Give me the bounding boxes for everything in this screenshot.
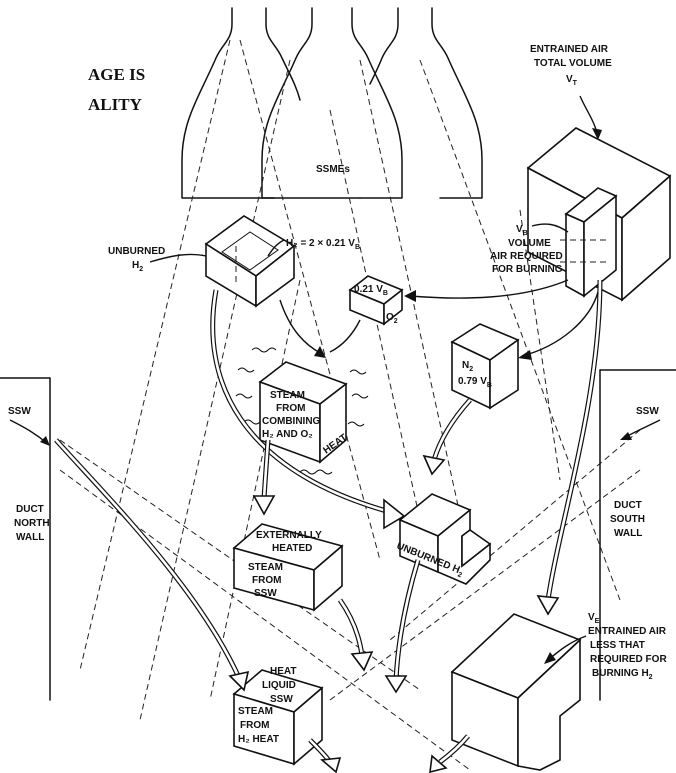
- steam-combining-cube: [258, 361, 348, 464]
- duct-north-wall: [0, 377, 51, 701]
- entrained-air-label-2: TOTAL VOLUME: [534, 58, 612, 69]
- ext-heated-label-2: HEATED: [272, 543, 312, 554]
- ext-heated-label-1: EXTERNALLY: [256, 530, 322, 541]
- corner-text-line2: ALITY: [88, 95, 142, 114]
- corner-text-line1: AGE IS: [88, 65, 145, 84]
- h2-equation-label: H₂ = 2 × 0.21 VB: [286, 238, 360, 251]
- entrained-air-cube: [526, 127, 672, 302]
- unburned-h2-cube: [204, 215, 296, 308]
- heat-liquid-label-1: HEAT: [270, 666, 296, 677]
- ssme-nozzle-left: [181, 7, 301, 199]
- flow-arrows: [54, 279, 603, 773]
- volume-label-3: FOR BURNING: [492, 264, 563, 275]
- externally-heated-cube: [232, 523, 344, 612]
- ssme-nozzle-right: [369, 7, 483, 199]
- duct-south-wall: [599, 369, 676, 701]
- ext-steam-label-3: SSW: [254, 588, 277, 599]
- unburned-label-1: UNBURNED: [108, 246, 165, 257]
- steam-heat-label-3: H₂ HEAT: [238, 734, 279, 745]
- n2-cube: [450, 323, 520, 410]
- volume-label-2: AIR REQUIRED: [490, 251, 563, 262]
- ssmes-label: SSMEs: [316, 164, 350, 175]
- heat-liquid-label-3: SSW: [270, 694, 293, 705]
- vt-label: VT: [566, 74, 578, 87]
- n2-label-2: 0.79 VB: [458, 376, 492, 389]
- n2-label-1: N2: [462, 360, 473, 373]
- steam-label-2: FROM: [276, 403, 305, 414]
- o2-box-label-1: 0.21 VB: [354, 284, 388, 297]
- steam-heat-label-2: FROM: [240, 720, 269, 731]
- ssw-left-label: SSW: [8, 406, 31, 417]
- ve-label-3: REQUIRED FOR: [590, 654, 667, 665]
- heat-squiggles: [235, 347, 369, 475]
- vb-label: VB: [516, 224, 528, 237]
- steam-label-1: STEAM: [270, 390, 305, 401]
- ve-label-4: BURNING H2: [592, 668, 653, 681]
- duct-north-label-1: DUCT: [16, 504, 44, 515]
- ssw-right-label: SSW: [636, 406, 659, 417]
- duct-south-label-2: SOUTH: [610, 514, 645, 525]
- o2-box-label-2: O2: [386, 312, 398, 325]
- unburned-h2-block: [398, 493, 492, 585]
- steam-label-4: H₂ AND O₂: [262, 429, 313, 440]
- ve-label-2: LESS THAT: [590, 640, 645, 651]
- ssme-nozzle-center: [261, 7, 403, 199]
- unburned-label-2: H2: [132, 260, 143, 273]
- o2-cube: [348, 275, 404, 326]
- ve-label: VE: [588, 612, 600, 625]
- heat-liquid-label-2: LIQUID: [262, 680, 296, 691]
- ext-steam-label-2: FROM: [252, 575, 281, 586]
- duct-north-label-2: NORTH: [14, 518, 50, 529]
- volume-label-1: VOLUME: [508, 238, 551, 249]
- ve-label-1: ENTRAINED AIR: [588, 626, 667, 637]
- steam-label-3: COMBINING: [262, 416, 321, 427]
- steam-heat-label-1: STEAM: [238, 706, 273, 717]
- ve-block: [450, 613, 582, 771]
- ext-steam-label-1: STEAM: [248, 562, 283, 573]
- duct-south-label-3: WALL: [614, 528, 642, 539]
- duct-south-label-1: DUCT: [614, 500, 642, 511]
- entrained-air-label-1: ENTRAINED AIR: [530, 44, 609, 55]
- duct-north-label-3: WALL: [16, 532, 44, 543]
